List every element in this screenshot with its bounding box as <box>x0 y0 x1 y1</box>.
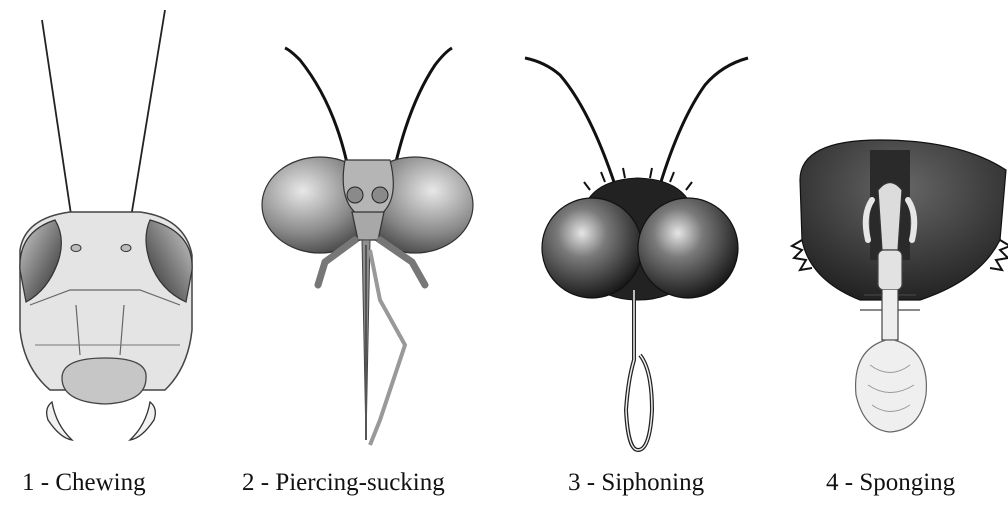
caption-piercing-sucking: 2 - Piercing-sucking <box>242 468 445 498</box>
siphoning-head-icon <box>510 0 760 460</box>
caption-siphoning: 3 - Siphoning <box>568 468 704 498</box>
caption-sponging: 4 - Sponging <box>826 468 955 498</box>
panel-piercing-sucking: 2 - Piercing-sucking <box>230 0 510 515</box>
caption-chewing: 1 - Chewing <box>22 468 146 498</box>
panel-siphoning: 3 - Siphoning <box>510 0 760 515</box>
panel-sponging: 4 - Sponging <box>760 0 1008 515</box>
chewing-head-icon <box>0 0 230 460</box>
piercing-sucking-head-icon <box>230 0 510 460</box>
panel-chewing: 1 - Chewing <box>0 0 230 515</box>
sponging-head-icon <box>760 0 1008 460</box>
